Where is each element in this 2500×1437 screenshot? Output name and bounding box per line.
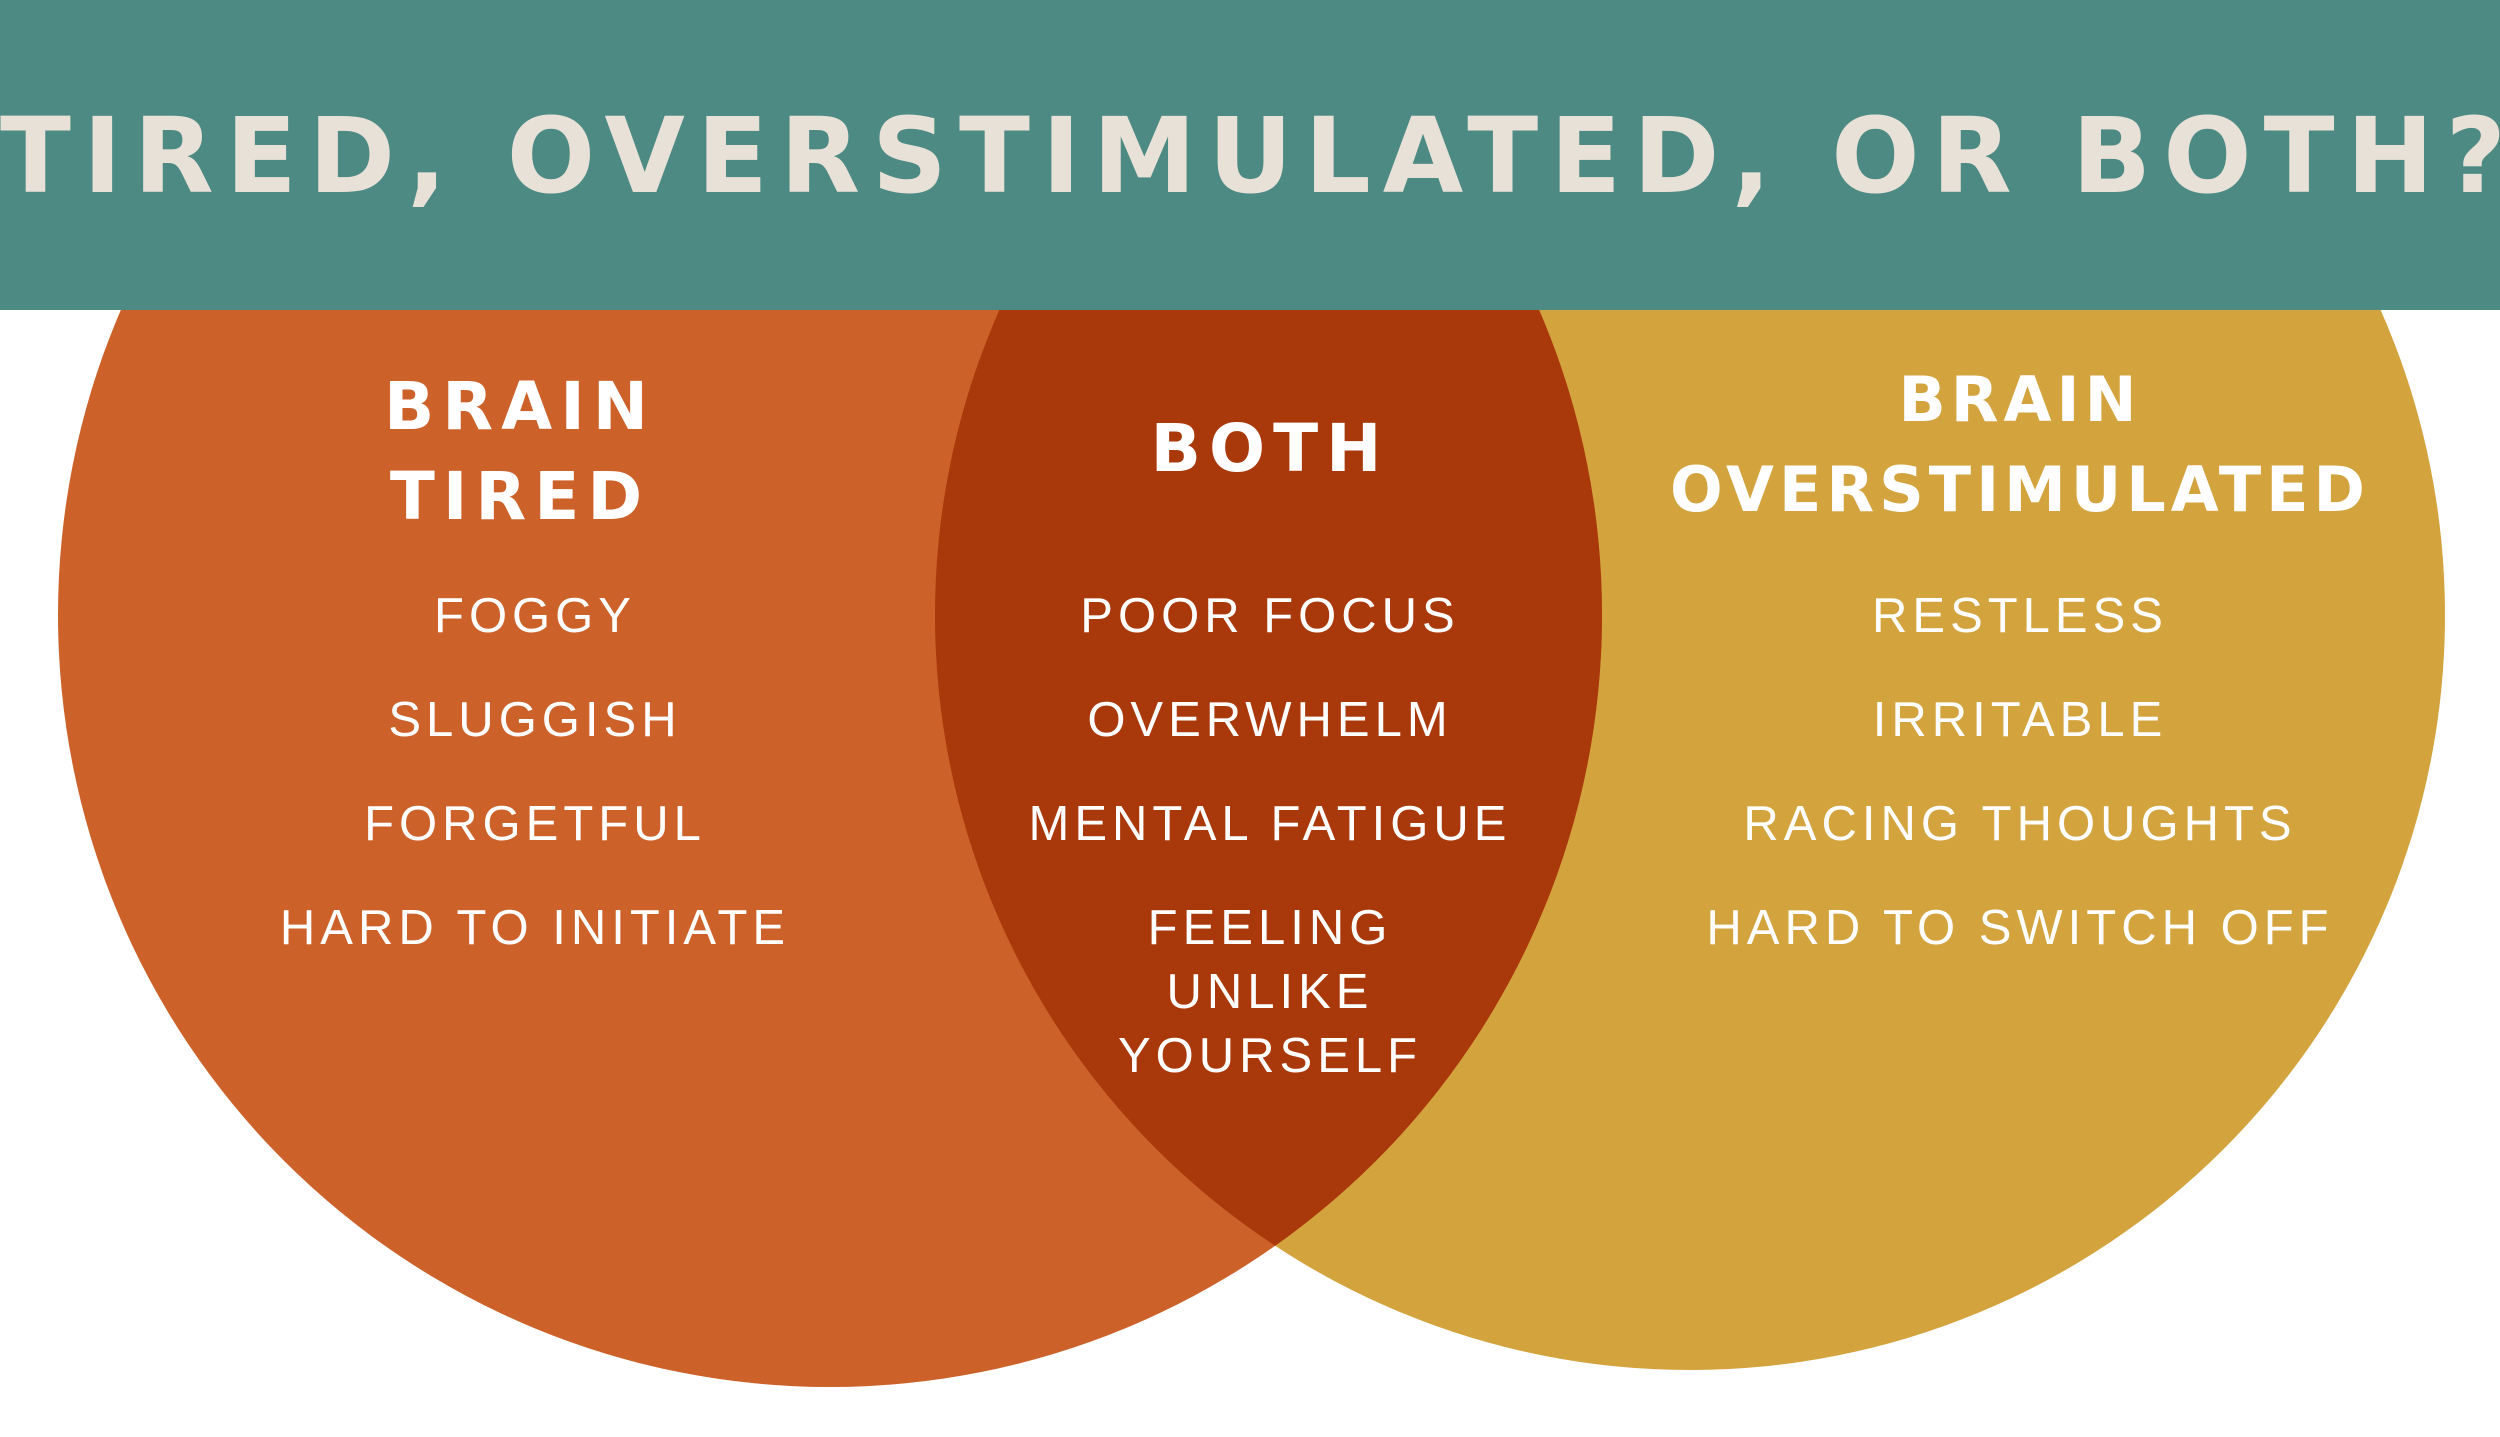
page-title: TIRED, OVERSTIMULATED, OR BOTH? bbox=[0, 95, 2500, 217]
symptom-item: FEELING UNLIKE YOURSELF bbox=[1117, 901, 1423, 1083]
symptom-item: OVERWHELM bbox=[1087, 693, 1453, 747]
both-symptom-list: POOR FOCUS OVERWHELM MENTAL FATIGUE FEEL… bbox=[970, 584, 1570, 1088]
both-heading-text: BOTH bbox=[1150, 410, 1390, 487]
symptom-item: HARD TO SWITCH OFF bbox=[1706, 901, 2334, 955]
symptom-item: SLUGGISH bbox=[388, 693, 682, 747]
brain-tired-heading: BRAIN TIRED bbox=[320, 362, 720, 542]
symptom-item: FOGGY bbox=[434, 589, 636, 643]
symptom-item: HARD TO INITIATE bbox=[279, 901, 791, 955]
title-banner bbox=[0, 0, 2500, 310]
brain-overstimulated-heading-line1: BRAIN bbox=[1898, 363, 2142, 436]
symptom-item: MENTAL FATIGUE bbox=[1028, 797, 1512, 851]
symptom-item: RACING THOUGHTS bbox=[1743, 797, 2297, 851]
symptom-item: IRRITABLE bbox=[1872, 693, 2168, 747]
brain-tired-symptom-list: FOGGY SLUGGISH FORGETFUL HARD TO INITIAT… bbox=[235, 584, 835, 1000]
brain-overstimulated-symptom-list: RESTLESS IRRITABLE RACING THOUGHTS HARD … bbox=[1620, 584, 2420, 1000]
both-heading: BOTH bbox=[1070, 404, 1470, 494]
brain-overstimulated-heading-line2: OVERSTIMULATED bbox=[1670, 453, 2370, 526]
symptom-item: RESTLESS bbox=[1872, 589, 2168, 643]
symptom-item: FORGETFUL bbox=[364, 797, 706, 851]
brain-overstimulated-heading: BRAIN OVERSTIMULATED bbox=[1620, 355, 2420, 535]
brain-tired-heading-line2: TIRED bbox=[389, 458, 651, 535]
symptom-item: POOR FOCUS bbox=[1080, 589, 1460, 643]
brain-tired-heading-line1: BRAIN bbox=[384, 368, 656, 445]
